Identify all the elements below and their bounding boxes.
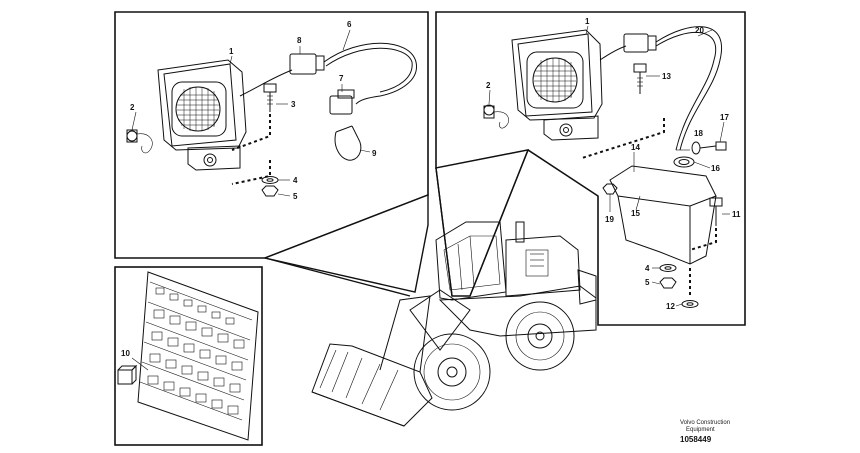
callout-3: 3 bbox=[291, 100, 296, 109]
bolt-part bbox=[263, 83, 277, 112]
callout-20: 20 bbox=[695, 26, 704, 35]
watermark-line-1: Volvo Construction bbox=[680, 420, 730, 426]
callout-17: 17 bbox=[720, 113, 729, 122]
callout-6: 6 bbox=[347, 20, 352, 29]
nut-part-19 bbox=[602, 183, 618, 195]
document-watermark: Volvo Construction Equipment 1058449 bbox=[680, 420, 730, 444]
callout-18: 18 bbox=[694, 129, 703, 138]
callout-5-right: 5 bbox=[645, 278, 650, 287]
callout-2: 2 bbox=[130, 103, 135, 112]
bolt-part-11 bbox=[709, 197, 723, 226]
callout-1: 1 bbox=[229, 47, 234, 56]
callout-9: 9 bbox=[372, 149, 377, 158]
callout-4-right: 4 bbox=[645, 264, 650, 273]
callout-16: 16 bbox=[711, 164, 720, 173]
callout-1-right: 1 bbox=[585, 17, 590, 26]
washer-part-18 bbox=[691, 141, 701, 155]
callout-7: 7 bbox=[339, 74, 344, 83]
detail-leader-lines bbox=[262, 149, 530, 297]
relay-part bbox=[117, 364, 138, 385]
callout-15: 15 bbox=[631, 209, 640, 218]
drawing-number: 1058449 bbox=[680, 435, 712, 444]
relay-board-illustration bbox=[137, 271, 259, 441]
frame-right-work-lamp: 1 2 13 14 15 16 17 18 19 20 11 4 5 12 bbox=[435, 11, 746, 326]
callout-5: 5 bbox=[293, 192, 298, 201]
callout-11: 11 bbox=[732, 210, 741, 219]
frame-relay-board: 10 bbox=[114, 266, 263, 446]
callout-14: 14 bbox=[631, 143, 640, 152]
callout-19: 19 bbox=[605, 215, 614, 224]
callout-13: 13 bbox=[662, 72, 671, 81]
watermark-line-2: Equipment bbox=[686, 427, 715, 433]
callout-8: 8 bbox=[297, 36, 302, 45]
frame-left-work-lamp: 1 2 3 4 5 6 7 8 9 bbox=[114, 11, 429, 259]
callout-4: 4 bbox=[293, 176, 298, 185]
work-lamp-illustration bbox=[157, 59, 293, 171]
bolt-part-17 bbox=[699, 141, 727, 151]
cable-tie bbox=[334, 125, 362, 161]
bolt-part-right bbox=[633, 63, 647, 94]
connector-and-cable bbox=[289, 42, 417, 105]
work-lamp-illustration-right bbox=[511, 29, 627, 141]
callout-12: 12 bbox=[666, 302, 675, 311]
callout-10: 10 bbox=[121, 349, 130, 358]
wheel-loader-illustration bbox=[311, 221, 597, 427]
connector-and-cable-right bbox=[623, 26, 722, 151]
bulb-part-right bbox=[483, 104, 509, 129]
plug-connector bbox=[329, 89, 355, 115]
callout-2-right: 2 bbox=[486, 81, 491, 90]
